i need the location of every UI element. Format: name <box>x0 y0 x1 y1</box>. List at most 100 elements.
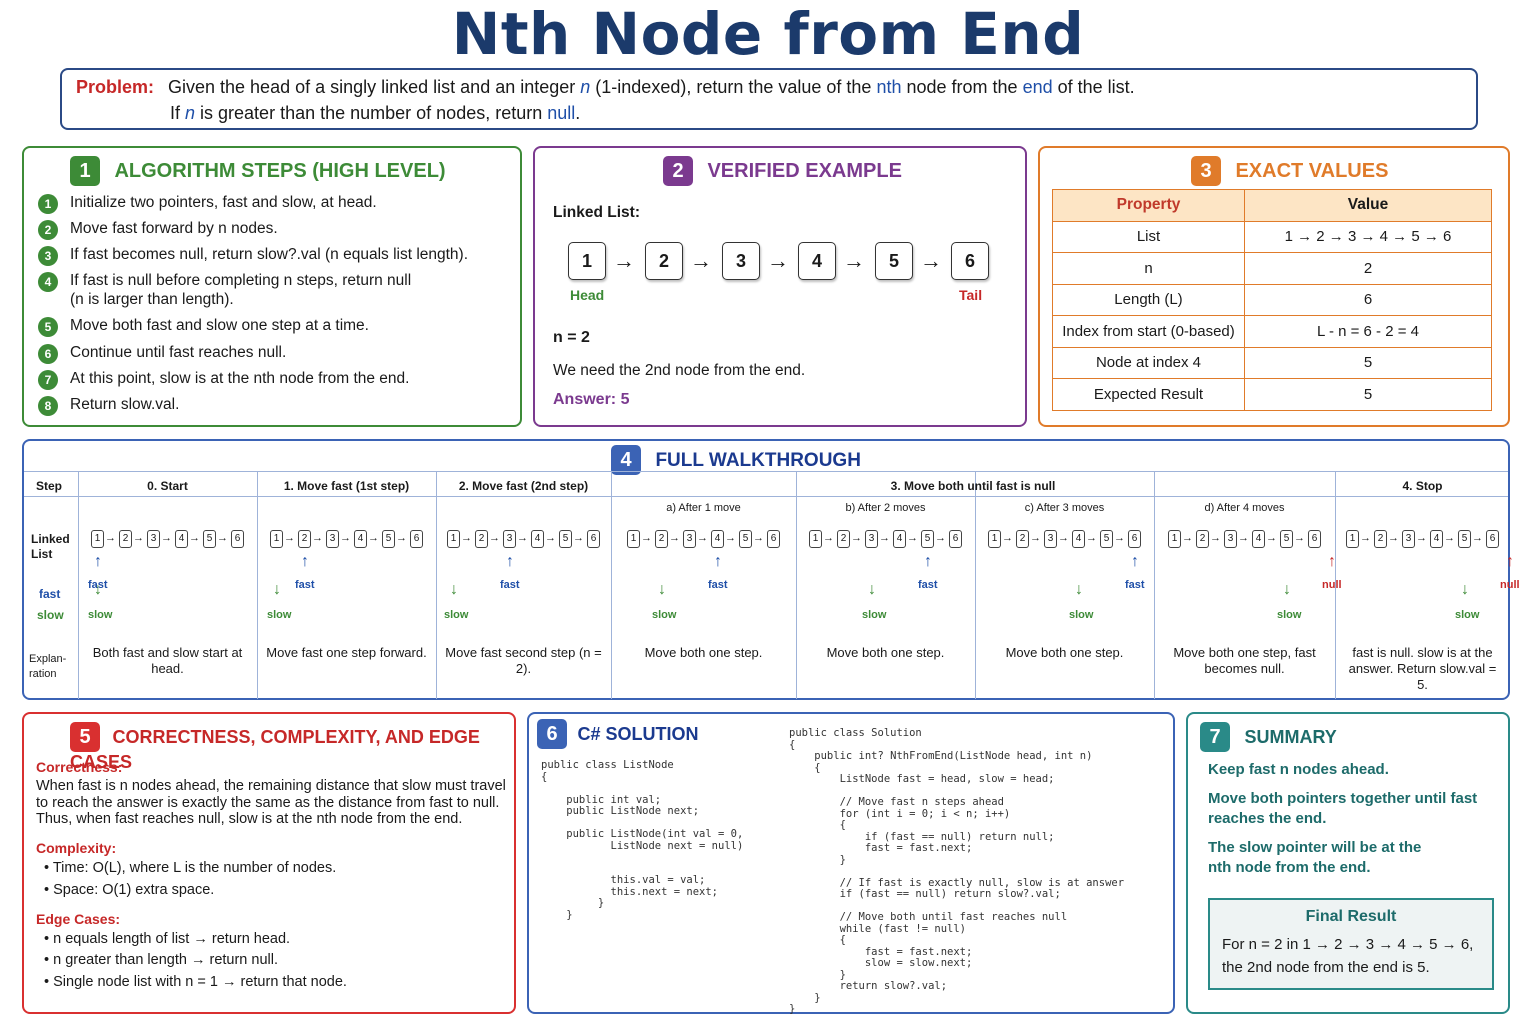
slow-label: slow <box>1069 609 1094 621</box>
arrow-icon: → <box>489 532 500 544</box>
summary-panel: 7 SUMMARY Keep fast n nodes ahead. Move … <box>1186 712 1510 1014</box>
panel6-header: 6 C# SOLUTION <box>537 719 698 749</box>
slow-label: slow <box>88 609 113 621</box>
correctness-heading: Correctness: <box>36 759 123 775</box>
problem-text-5: If <box>170 103 186 123</box>
column-divider <box>1154 471 1155 699</box>
table-row: Length (L)6 <box>1052 283 1492 316</box>
final-result-line-2: the 2nd node from the end is 5. <box>1222 959 1430 976</box>
arrow-icon: → <box>1472 532 1483 544</box>
step-text-2: (n is larger than length). <box>70 291 234 308</box>
column-divider <box>257 471 258 699</box>
arrow-icon: → <box>1388 532 1399 544</box>
arrow-icon: → <box>935 532 946 544</box>
column-divider <box>78 471 79 699</box>
mini-node: 6 <box>1308 530 1321 548</box>
step-text: Move fast forward by n nodes. <box>70 220 278 237</box>
step-explanation: Move both one step. <box>1005 645 1124 660</box>
arrow-icon: → <box>753 532 764 544</box>
column-divider <box>436 471 437 699</box>
complexity-space: • Space: O(1) extra space. <box>44 882 215 898</box>
arrow-icon: → <box>613 248 635 273</box>
arrow-icon: → <box>879 532 890 544</box>
panel1-badge: 1 <box>70 156 100 186</box>
mini-node: 3 <box>683 530 696 548</box>
edge-text: n greater than length → return null. <box>53 952 278 968</box>
list-node: 5 <box>875 242 913 280</box>
divider <box>24 496 1508 497</box>
panel1-header: 1 ALGORITHM STEPS (HIGH LEVEL) <box>70 156 446 186</box>
mini-linked-list: 1→2→3→4→5→6 <box>91 530 244 548</box>
panel4-header: 4 FULL WALKTHROUGH <box>611 445 861 475</box>
row-label-step: Step <box>36 479 63 493</box>
arrow-icon: → <box>1058 532 1069 544</box>
null-label: null <box>1322 579 1342 591</box>
row-label-slow: slow <box>37 608 64 622</box>
step-explanation: Move both one step, fast becomes null. <box>1173 645 1316 676</box>
panel3-title: EXACT VALUES <box>1235 160 1389 182</box>
problem-text-1: Given the head of a singly linked list a… <box>168 77 581 97</box>
arrow-icon: → <box>697 532 708 544</box>
problem-null: null <box>547 103 576 123</box>
arrow-icon: → <box>105 532 116 544</box>
sub-step-header: a) After 1 move <box>666 502 741 514</box>
slow-label: slow <box>267 609 292 621</box>
mini-node: 3 <box>503 530 516 548</box>
fast-pointer-icon: ↑ <box>301 553 309 570</box>
step-text: Continue until fast reaches null. <box>70 344 287 361</box>
sub-step-header: d) After 4 moves <box>1204 502 1285 514</box>
fast-pointer-icon: ↑ <box>714 553 722 570</box>
cell-value: 6 <box>1244 283 1492 316</box>
code-solution: public class Solution { public int? NthF… <box>789 727 1125 1015</box>
mini-node: 3 <box>1402 530 1415 548</box>
cell-property: List <box>1052 220 1245 253</box>
panel5-badge: 5 <box>70 722 100 752</box>
step-group-header: 1. Move fast (1st step) <box>283 479 410 493</box>
tail-label: Tail <box>959 287 983 303</box>
arrow-icon: → <box>641 532 652 544</box>
arrow-icon: → <box>312 532 323 544</box>
answer-text: Answer: 5 <box>553 391 630 408</box>
arrow-icon: → <box>907 532 918 544</box>
cell-property: Expected Result <box>1052 378 1245 411</box>
complexity-heading: Complexity: <box>36 840 117 856</box>
mini-node: 3 <box>147 530 160 548</box>
step-explanation: fast is null. slow is at the answer. Ret… <box>1348 645 1497 692</box>
arrow-icon: → <box>573 532 584 544</box>
problem-n-2: n <box>185 103 196 123</box>
fast-pointer-icon: ↑ <box>924 553 932 570</box>
slow-label: slow <box>652 609 677 621</box>
mini-node: 3 <box>865 530 878 548</box>
summary-line-3: The slow pointer will be at the nth node… <box>1208 839 1422 876</box>
arrow-icon: → <box>461 532 472 544</box>
mini-node: 5 <box>1280 530 1293 548</box>
mini-linked-list: 1→2→3→4→5→6 <box>809 530 962 548</box>
arrow-icon: → <box>690 248 712 273</box>
code-listnode: public class ListNode { public int val; … <box>541 759 744 921</box>
list-node: 6 <box>951 242 989 280</box>
fast-label: fast <box>295 579 315 591</box>
arrow-icon: → <box>1416 532 1427 544</box>
mini-node: 2 <box>1196 530 1209 548</box>
space-text: Space: O(1) extra space. <box>53 882 215 898</box>
mini-node: 1 <box>809 530 822 548</box>
final-result-line-1: For n = 2 in 1 → 2 → 3 → 4 → 5 → 6, <box>1222 936 1474 953</box>
edge-case: • n equals length of list → return head. <box>44 931 291 947</box>
arrow-icon: → <box>669 532 680 544</box>
edge-case: • n greater than length → return null. <box>44 952 278 968</box>
step-number: 5 <box>38 317 58 337</box>
cell-property: Node at index 4 <box>1052 346 1245 379</box>
problem-dot: . <box>575 103 581 123</box>
mini-node: 5 <box>921 530 934 548</box>
final-result-heading: Final Result <box>1305 908 1397 925</box>
list-node: 2 <box>645 242 683 280</box>
arrow-icon: → <box>396 532 407 544</box>
problem-box: Problem:Given the head of a singly linke… <box>60 68 1478 130</box>
column-divider <box>975 471 976 699</box>
